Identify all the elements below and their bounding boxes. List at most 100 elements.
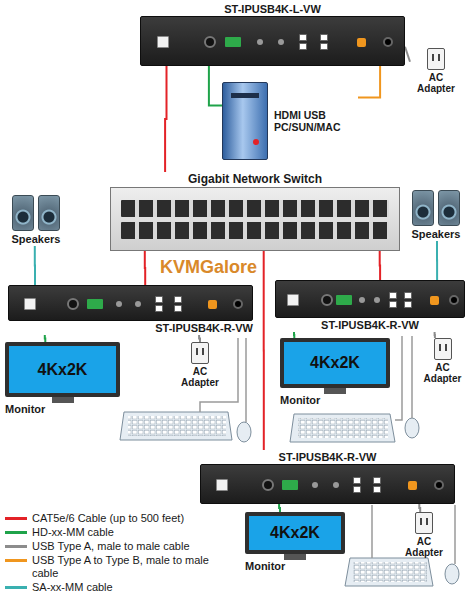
cable [379,251,381,280]
port [434,480,444,490]
unit-label: ST-IPUSB4K-R-VW [200,450,455,464]
computer-label: HDMI USB PC/SUN/MAC [268,109,358,133]
keyboard [120,412,251,442]
unit-panel [140,16,405,66]
network-switch: Gigabit Network Switch [110,172,400,251]
port [353,486,361,493]
monitor-stand [284,554,306,560]
port [67,298,79,310]
cable [209,66,222,105]
legend-text: CAT5e/6 Cable (up to 500 feet) [32,512,184,525]
prong [439,344,441,351]
speaker-label: Speakers [5,233,67,246]
monitor: 4Kx2K Monitor [5,342,120,416]
port [333,482,339,488]
switch-label: Gigabit Network Switch [110,172,400,187]
port [408,481,417,490]
keyboard [345,558,459,586]
port [336,295,352,305]
port [373,477,381,484]
prong [438,54,440,61]
monitor-stand [324,388,346,394]
legend-text: HD-xx-MM cable [32,526,114,539]
prong [196,348,198,355]
adapter-label: AC Adapter [410,72,462,94]
cable [165,66,166,172]
ac-adapter: AC Adapter [175,342,225,388]
drive-bay [231,93,259,98]
ac-adapter: AC Adapter [400,512,448,558]
keyboard [290,414,419,442]
adapter-label: AC Adapter [420,362,465,384]
port [389,301,397,308]
port [225,37,241,47]
prong [445,344,447,351]
computer-text-col: HDMI USB PC/SUN/MAC [268,109,358,133]
switch-body [110,187,400,251]
legend-text: USB Type A, male to male cable [32,540,190,553]
port [449,295,459,305]
adapter-icon [191,342,209,364]
adapter-label: AC Adapter [400,536,448,558]
speakers: Speakers [406,190,466,241]
monitor-label: Monitor [5,403,120,416]
port [24,298,36,310]
monitor-label: Monitor [280,394,390,407]
speaker-label: Speakers [406,228,466,241]
usb-wires [200,336,455,564]
monitor-screen: 4Kx2K [245,512,345,554]
port [299,43,307,50]
port [87,299,103,309]
computer-tower [222,82,268,160]
port [353,477,361,484]
speaker-icon [38,195,60,231]
watermark: KVMGalore [158,256,259,278]
port [155,305,163,312]
speakers: Speakers [5,195,67,246]
monitor-stand [52,397,74,403]
adapter-icon [434,338,452,360]
port [208,300,217,309]
legend-row: SA-xx-MM cable [5,581,233,594]
unit-label: ST-IPUSB4K-R-VW [275,318,465,332]
cable [405,47,410,62]
computer-row: HDMI USB PC/SUN/MAC [222,82,358,160]
port [359,297,365,303]
port [320,43,328,50]
port [320,34,328,41]
legend-row: HD-xx-MM cable [5,526,233,539]
screen-text: 4Kx2K [270,524,320,542]
adapter-icon [415,512,433,534]
prong [202,348,204,355]
cable [263,251,265,450]
speaker-icon [12,195,34,231]
legend-swatch [5,586,27,589]
unit-label: ST-IPUSB4K-L-VW [140,2,405,16]
port [174,296,182,303]
port [216,479,228,491]
legend-text: USB Type A to Type B, male to male cable [32,554,233,580]
legend-row: USB Type A, male to male cable [5,540,233,553]
monitor: 4Kx2K Monitor [245,512,345,573]
computer: HDMI USB PC/SUN/MAC [222,82,358,160]
monitor-label: Monitor [245,560,345,573]
prong [432,54,434,61]
legend: CAT5e/6 Cable (up to 500 feet)HD-xx-MM c… [5,512,233,595]
port [157,36,169,48]
unit-label: ST-IPUSB4K-R-VW [8,321,253,335]
port [262,479,274,491]
unit-panel [200,464,455,504]
port [233,299,243,309]
port [357,38,366,47]
cable [144,251,146,285]
screen-text: 4Kx2K [38,361,88,379]
legend-swatch [5,545,27,548]
cable [278,504,281,512]
port [389,292,397,299]
extender-unit: ST-IPUSB4K-R-VW [200,450,455,504]
port [299,34,307,41]
port [174,305,182,312]
unit-panel [8,285,253,321]
cable [198,335,201,342]
ac-adapter: AC Adapter [420,338,465,384]
